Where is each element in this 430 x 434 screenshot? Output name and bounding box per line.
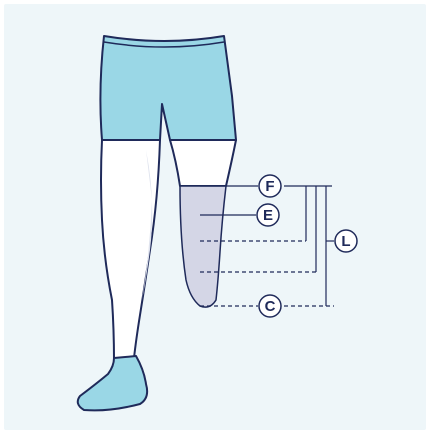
label-e-text: E: [263, 207, 273, 224]
shoe: [78, 356, 147, 410]
label-l: L: [335, 230, 357, 252]
residual-limb: [180, 186, 226, 307]
right-thigh-stocking: [170, 140, 236, 186]
label-f-text: F: [265, 178, 274, 195]
label-l-text: L: [341, 233, 350, 250]
left-leg-stocking: [101, 140, 160, 360]
label-c: C: [259, 295, 281, 317]
shorts: [100, 36, 236, 140]
label-f: F: [259, 175, 281, 197]
label-e: E: [257, 204, 279, 226]
label-c-text: C: [265, 298, 276, 315]
